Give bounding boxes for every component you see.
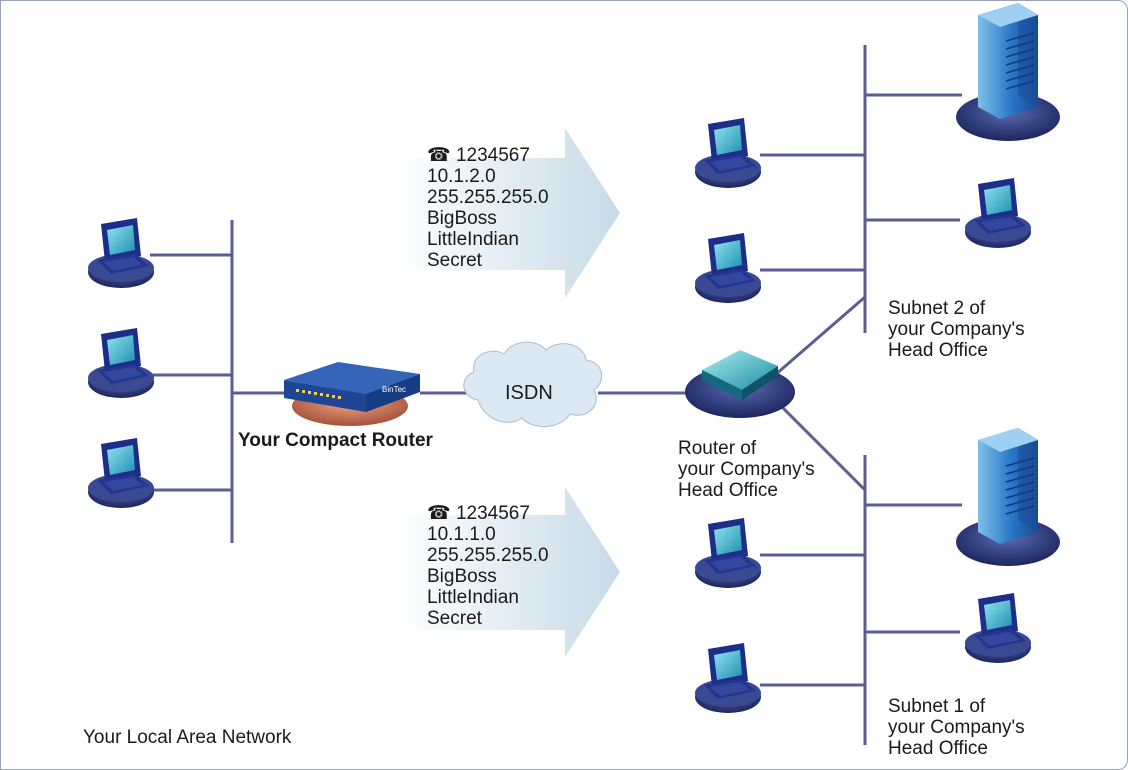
phone-icon: ☎ (427, 145, 451, 166)
local-name: LittleIndian (427, 587, 519, 608)
lan-pc-icon-3 (88, 438, 154, 508)
lan-pc-icon-1 (88, 218, 154, 288)
local-name: LittleIndian (427, 229, 519, 250)
isdn-cloud (463, 341, 602, 427)
password: Secret (427, 250, 482, 271)
subnet1-pc-icon-1 (695, 518, 761, 588)
connection-arrow-upper (396, 128, 620, 298)
netmask: 255.255.255.0 (427, 545, 549, 566)
connection-info-lower: ☎ 1234567 10.1.1.0 255.255.255.0 BigBoss… (427, 503, 549, 629)
ip-address: 10.1.1.0 (427, 524, 496, 545)
phone-icon: ☎ (427, 503, 451, 524)
head-office-router-label: Router of your Company's Head Office (678, 438, 815, 501)
lan-network-lines (150, 45, 962, 745)
subnet1-label: Subnet 1 of your Company's Head Office (888, 696, 1025, 759)
connection-info-upper: ☎ 1234567 10.1.2.0 255.255.255.0 BigBoss… (427, 145, 549, 271)
subnet1-pc-icon-2 (965, 593, 1031, 663)
subnet2-pc-icon-3 (695, 233, 761, 303)
netmask: 255.255.255.0 (427, 187, 549, 208)
lan-label: Your Local Area Network (83, 727, 292, 748)
phone-number: 1234567 (455, 503, 530, 524)
subnet1-server-icon (955, 427, 1061, 567)
subnet1-pc-icon-3 (695, 643, 761, 713)
compact-router-icon: BinTec (284, 362, 420, 426)
ip-address: 10.1.2.0 (427, 166, 496, 187)
subnet2-server-icon (955, 2, 1061, 142)
phone-number: 1234567 (455, 145, 530, 166)
password: Secret (427, 608, 482, 629)
compact-router-label: Your Compact Router (238, 430, 433, 451)
partner-name: BigBoss (427, 208, 497, 229)
partner-name: BigBoss (427, 566, 497, 587)
isdn-label: ISDN (505, 382, 553, 404)
connection-arrow-lower (396, 487, 620, 657)
lan-pc-icon-2 (88, 328, 154, 398)
subnet2-label: Subnet 2 of your Company's Head Office (888, 298, 1025, 361)
router-brand: BinTec (382, 385, 406, 394)
subnet2-pc-icon-1 (695, 118, 761, 188)
subnet2-pc-icon-2 (965, 178, 1031, 248)
head-office-router-icon (685, 350, 795, 418)
